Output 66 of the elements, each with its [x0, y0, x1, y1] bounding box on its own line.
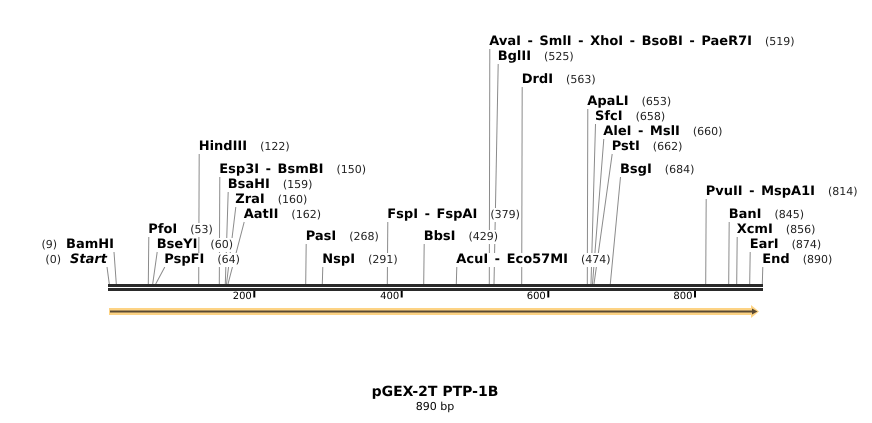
site-label: Esp3I - BsmBI [219, 163, 324, 177]
leader-line [488, 48, 490, 284]
site-position: (519) [765, 35, 795, 49]
site-label: BglII [498, 50, 532, 64]
leader-line [152, 252, 158, 284]
site-position: (563) [566, 73, 596, 87]
site-position: (160) [278, 193, 308, 207]
leader-line [586, 108, 588, 284]
scale-label: 800 [673, 291, 692, 303]
site-position: (122) [260, 140, 290, 154]
site-position: (814) [828, 185, 858, 199]
site-position: (874) [792, 238, 822, 252]
site-position: (64) [217, 253, 240, 267]
site-position: (291) [368, 253, 398, 267]
site-label: ApaLI [587, 95, 629, 109]
site-position: (53) [190, 223, 213, 237]
leader-line [728, 222, 730, 284]
site-position: (653) [642, 95, 672, 109]
site-position: (429) [468, 230, 498, 244]
site-position: (150) [336, 163, 366, 177]
site-position: (0) [45, 253, 62, 267]
leader-line [762, 266, 764, 284]
site-position: (845) [774, 208, 804, 222]
site-position: (9) [41, 238, 58, 252]
site-label: PvuII - MspA1I [706, 185, 815, 199]
leader-line [322, 266, 324, 284]
sequence-length: 890 bp [416, 400, 454, 414]
scale-label: 600 [526, 291, 546, 303]
leader-line [610, 176, 621, 284]
leader-line [594, 154, 613, 284]
leader-line [148, 236, 150, 284]
site-position: (474) [581, 253, 611, 267]
site-label: FspI - FspAI [387, 208, 478, 222]
site-position: (525) [544, 50, 574, 64]
site-label: NspI [322, 253, 356, 267]
leader-line [592, 138, 604, 284]
site-label: BsgI [620, 163, 652, 177]
map-title: pGEX-2T PTP-1B [372, 384, 498, 400]
leader-line [155, 266, 166, 284]
site-position: (60) [210, 238, 233, 252]
leader-line [228, 222, 245, 284]
leader-line [521, 86, 523, 284]
site-position: (159) [282, 178, 312, 192]
leader-line [705, 198, 707, 284]
leader-line [736, 236, 738, 284]
site-position: (379) [490, 208, 520, 222]
site-position: (660) [692, 125, 722, 139]
leader-line [423, 244, 425, 284]
leader-line [106, 266, 110, 284]
site-label: AcuI - Eco57MI [456, 253, 568, 267]
leader-line [305, 244, 307, 284]
dna-backbone [108, 284, 763, 291]
leader-line [114, 252, 117, 284]
site-position: (662) [652, 140, 682, 154]
site-label: PspFI [164, 253, 204, 267]
site-position: (162) [291, 208, 322, 222]
scale-label: 200 [232, 291, 252, 303]
site-position: (890) [802, 253, 832, 267]
leader-line [590, 124, 596, 284]
site-position: (268) [349, 230, 379, 244]
leader-line [456, 266, 458, 284]
site-position: (684) [664, 163, 694, 177]
site-position: (856) [786, 223, 816, 237]
scale-label: 400 [380, 291, 400, 303]
site-position: (658) [636, 110, 666, 124]
leader-line [749, 252, 751, 284]
